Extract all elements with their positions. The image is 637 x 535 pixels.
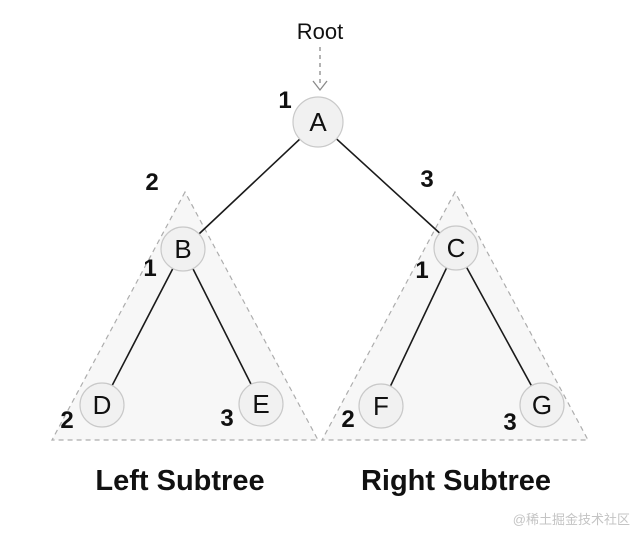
node-e-label: E	[252, 389, 269, 419]
node-c-circle	[433, 225, 479, 271]
node-d-label: D	[93, 390, 112, 420]
node-a-label: A	[309, 107, 327, 137]
node-d-circle	[79, 382, 125, 428]
order-label-left-subtree: 2	[145, 169, 158, 196]
right-subtree-caption: Right Subtree	[361, 465, 551, 497]
left-subtree-triangle	[50, 190, 320, 441]
order-label-node-e: 3	[220, 405, 233, 432]
edge-a-b	[182, 121, 319, 250]
edge-b-e	[182, 248, 262, 405]
node-f-label: F	[373, 391, 389, 421]
node-g-circle	[519, 382, 565, 428]
edge-b-d	[101, 248, 184, 406]
edge-c-f	[380, 247, 457, 407]
order-label-node-c: 1	[415, 257, 428, 284]
edge-a-c	[317, 121, 457, 249]
node-a-circle	[292, 96, 344, 148]
root-arrow-head-icon	[312, 80, 328, 92]
order-label-node-d: 2	[60, 407, 73, 434]
node-c-label: C	[447, 233, 466, 263]
order-label-node-a: 1	[278, 87, 291, 114]
left-subtree-caption: Left Subtree	[95, 465, 264, 497]
node-e-circle	[238, 381, 284, 427]
order-label-node-f: 2	[341, 406, 354, 433]
node-f-circle	[358, 383, 404, 429]
root-pointer-label: Root	[297, 19, 343, 44]
right-subtree-triangle	[320, 190, 590, 441]
order-label-node-g: 3	[503, 409, 516, 436]
order-label-right-subtree: 3	[420, 166, 433, 193]
node-b-circle	[160, 226, 206, 272]
edge-c-g	[455, 247, 543, 406]
node-g-label: G	[532, 390, 552, 420]
order-label-node-b: 1	[143, 255, 156, 282]
watermark-text: @稀土掘金技术社区	[513, 512, 630, 527]
node-b-label: B	[174, 234, 191, 264]
